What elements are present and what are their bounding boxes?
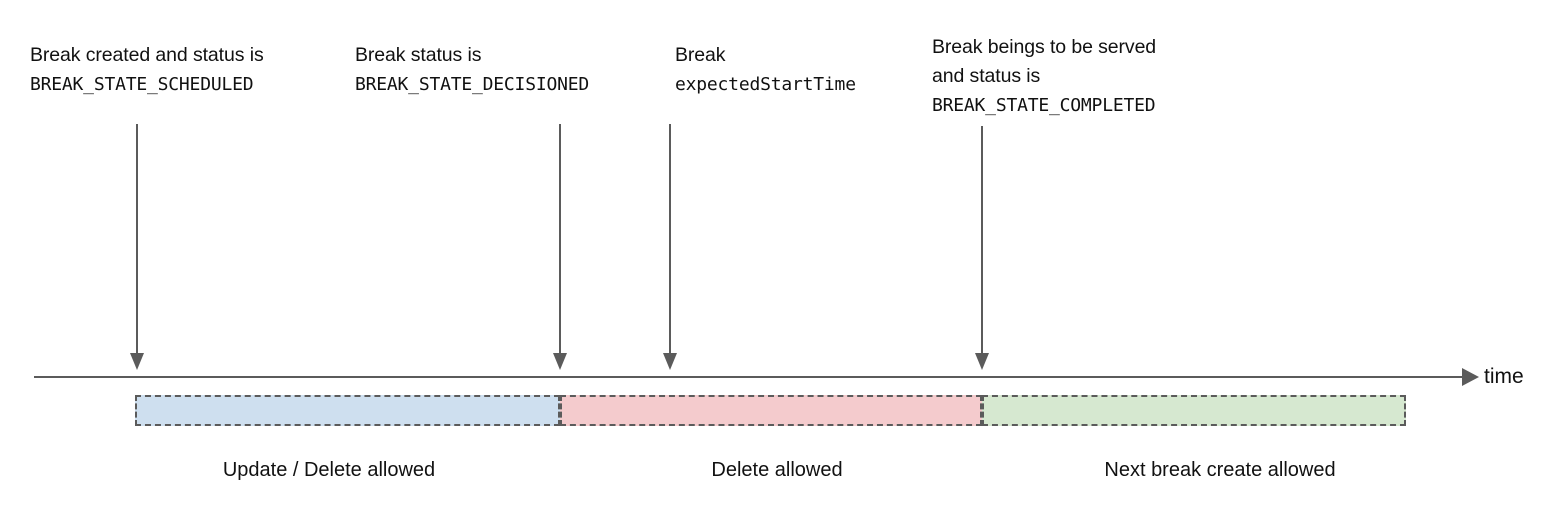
event-label-line: Break status is bbox=[355, 44, 482, 66]
event-arrow-completed bbox=[972, 126, 992, 370]
arrow-down-icon bbox=[130, 353, 144, 370]
event-label-line: BREAK_STATE_SCHEDULED bbox=[30, 74, 254, 95]
arrow-shaft bbox=[136, 124, 138, 356]
phase-caption-delete-only: Delete allowed bbox=[711, 459, 843, 481]
arrow-down-icon bbox=[975, 353, 989, 370]
event-label-line: and status is bbox=[932, 65, 1041, 87]
arrow-shaft bbox=[559, 124, 561, 356]
phase-bar-next-break-create bbox=[982, 395, 1406, 426]
event-label-completed: Break beings to be served and status is BR… bbox=[932, 33, 1156, 120]
time-axis-label: time bbox=[1484, 365, 1524, 388]
event-label-line: BREAK_STATE_DECISIONED bbox=[355, 74, 590, 95]
event-label-decisioned: Break status is BREAK_STATE_DECISIONED bbox=[355, 41, 589, 99]
time-axis-line bbox=[34, 376, 1471, 378]
event-label-scheduled: Break created and status is BREAK_STATE_S… bbox=[30, 41, 264, 99]
phase-bar-delete-only bbox=[560, 395, 982, 426]
phase-caption-next-break-create: Next break create allowed bbox=[1104, 459, 1336, 481]
event-arrow-decisioned bbox=[550, 124, 570, 370]
arrow-shaft bbox=[981, 126, 983, 356]
event-label-line: expectedStartTime bbox=[675, 74, 856, 95]
event-label-line: BREAK_STATE_COMPLETED bbox=[932, 95, 1156, 116]
event-arrow-expected-start-time bbox=[660, 124, 680, 370]
event-label-expected-start-time: Break expectedStartTime bbox=[675, 41, 856, 99]
arrow-right-icon bbox=[1462, 368, 1479, 386]
arrow-shaft bbox=[669, 124, 671, 356]
arrow-down-icon bbox=[553, 353, 567, 370]
event-label-line: Break bbox=[675, 44, 726, 66]
event-label-line: Break created and status is bbox=[30, 44, 264, 66]
event-arrow-scheduled bbox=[127, 124, 147, 370]
event-label-line: Break beings to be served bbox=[932, 36, 1157, 58]
phase-bar-update-delete bbox=[135, 395, 560, 426]
phase-caption-update-delete: Update / Delete allowed bbox=[222, 459, 436, 481]
arrow-down-icon bbox=[663, 353, 677, 370]
